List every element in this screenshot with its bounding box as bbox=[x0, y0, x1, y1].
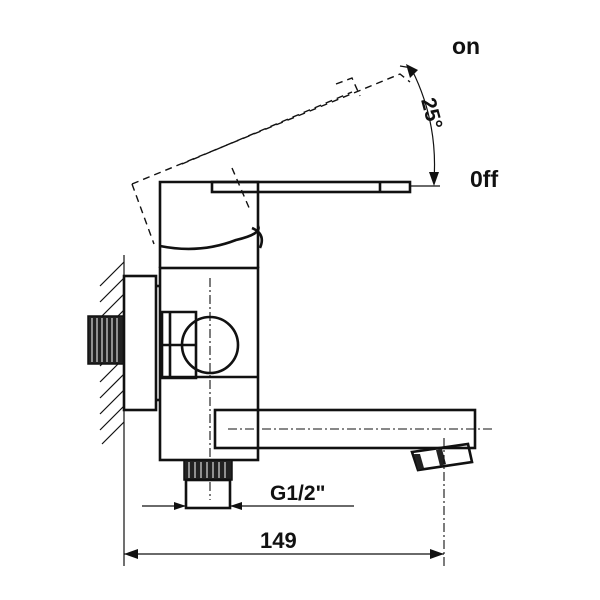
thread-dimension: G1/2" bbox=[142, 482, 354, 510]
angle-label: 25° bbox=[416, 95, 446, 132]
handle-off-position bbox=[158, 180, 412, 268]
on-label: on bbox=[452, 33, 480, 59]
overall-width-dimension: 149 bbox=[123, 440, 444, 566]
wall-connector-thread bbox=[87, 315, 125, 365]
thread-label: G1/2" bbox=[270, 482, 325, 505]
angle-indicator: 25° bbox=[399, 64, 447, 187]
width-label: 149 bbox=[260, 528, 297, 553]
bottom-inlet bbox=[183, 459, 233, 510]
handle-on-position bbox=[131, 73, 411, 245]
spout bbox=[213, 408, 492, 568]
off-label: 0ff bbox=[470, 166, 498, 192]
wall-flange bbox=[122, 274, 160, 412]
